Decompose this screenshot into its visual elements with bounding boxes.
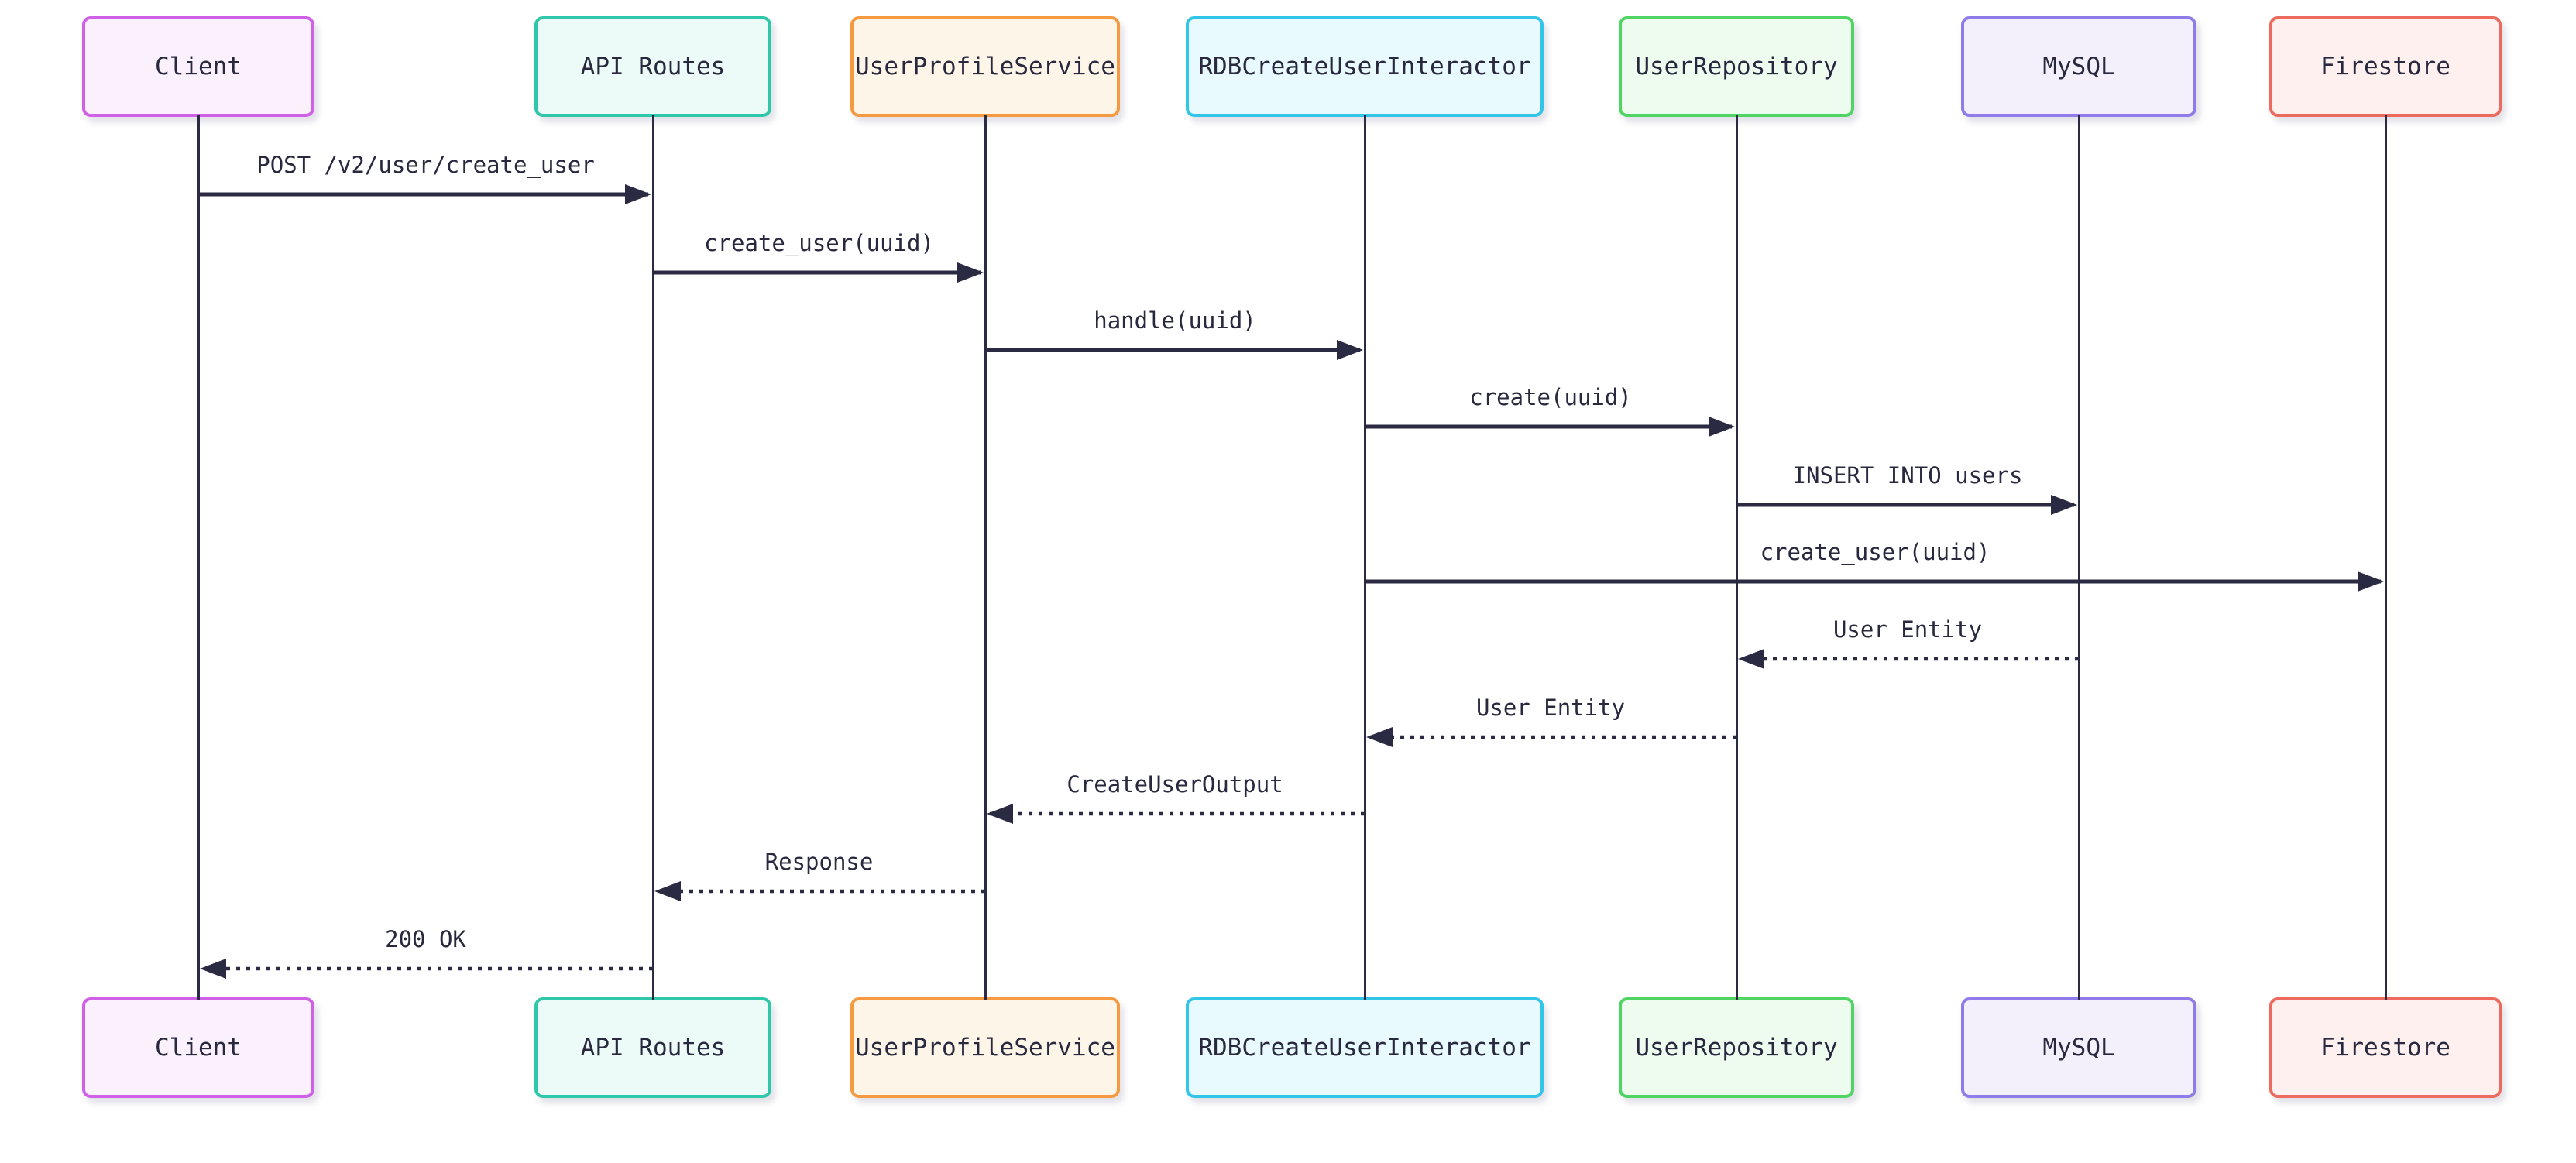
lifeline-mysql (2077, 115, 2080, 1000)
actor-user_profile_service-bottom: UserProfileService (850, 997, 1120, 1098)
actor-mysql-bottom: MySQL (1961, 997, 2196, 1098)
message-label-1: create_user(uuid) (704, 230, 934, 256)
message-label-9: Response (764, 849, 874, 875)
actor-firestore-top: Firestore (2269, 16, 2502, 117)
actor-label: Client (155, 53, 242, 81)
actor-client-top: Client (82, 16, 314, 117)
actor-api_routes-bottom: API Routes (534, 997, 771, 1098)
message-label-0: POST /v2/user/create_user (256, 152, 595, 178)
lifeline-client (197, 115, 200, 1000)
message-label-5: create_user(uuid) (1760, 539, 1990, 565)
actor-user_repository-top: UserRepository (1619, 16, 1854, 117)
lifeline-rdb_create_user_interactor (1363, 115, 1366, 1000)
actor-label: API Routes (580, 53, 726, 81)
message-label-7: User Entity (1475, 695, 1626, 721)
actor-label: RDBCreateUserInteractor (1198, 1034, 1531, 1062)
actor-user_repository-bottom: UserRepository (1619, 997, 1854, 1098)
lifeline-user_profile_service (984, 115, 987, 1000)
actor-client-bottom: Client (82, 997, 314, 1098)
actor-api_routes-top: API Routes (534, 16, 771, 117)
actor-label: MySQL (2042, 53, 2115, 81)
message-label-2: handle(uuid) (1094, 307, 1256, 334)
message-label-3: create(uuid) (1469, 384, 1632, 410)
message-label-6: User Entity (1832, 616, 1983, 643)
actor-label: Firestore (2320, 1034, 2451, 1062)
actor-label: API Routes (580, 1034, 726, 1062)
message-label-8: CreateUserOutput (1066, 771, 1283, 798)
actor-label: RDBCreateUserInteractor (1198, 53, 1531, 81)
actor-label: UserProfileService (855, 53, 1115, 81)
actor-rdb_create_user_interactor-top: RDBCreateUserInteractor (1186, 16, 1544, 117)
actor-mysql-top: MySQL (1961, 16, 2196, 117)
actor-rdb_create_user_interactor-bottom: RDBCreateUserInteractor (1186, 997, 1544, 1098)
lifeline-firestore (2384, 115, 2387, 1000)
actor-user_profile_service-top: UserProfileService (850, 16, 1120, 117)
lifeline-user_repository (1735, 115, 1738, 1000)
actor-label: Firestore (2320, 53, 2451, 81)
lifeline-api_routes (651, 115, 654, 1000)
actor-label: Client (155, 1034, 242, 1062)
actor-label: UserProfileService (855, 1034, 1115, 1062)
message-label-10: 200 OK (385, 926, 466, 952)
message-label-4: INSERT INTO users (1792, 462, 2023, 489)
actor-label: UserRepository (1635, 1034, 1838, 1062)
actor-label: MySQL (2042, 1034, 2115, 1062)
actor-label: UserRepository (1635, 53, 1838, 81)
actor-firestore-bottom: Firestore (2269, 997, 2502, 1098)
